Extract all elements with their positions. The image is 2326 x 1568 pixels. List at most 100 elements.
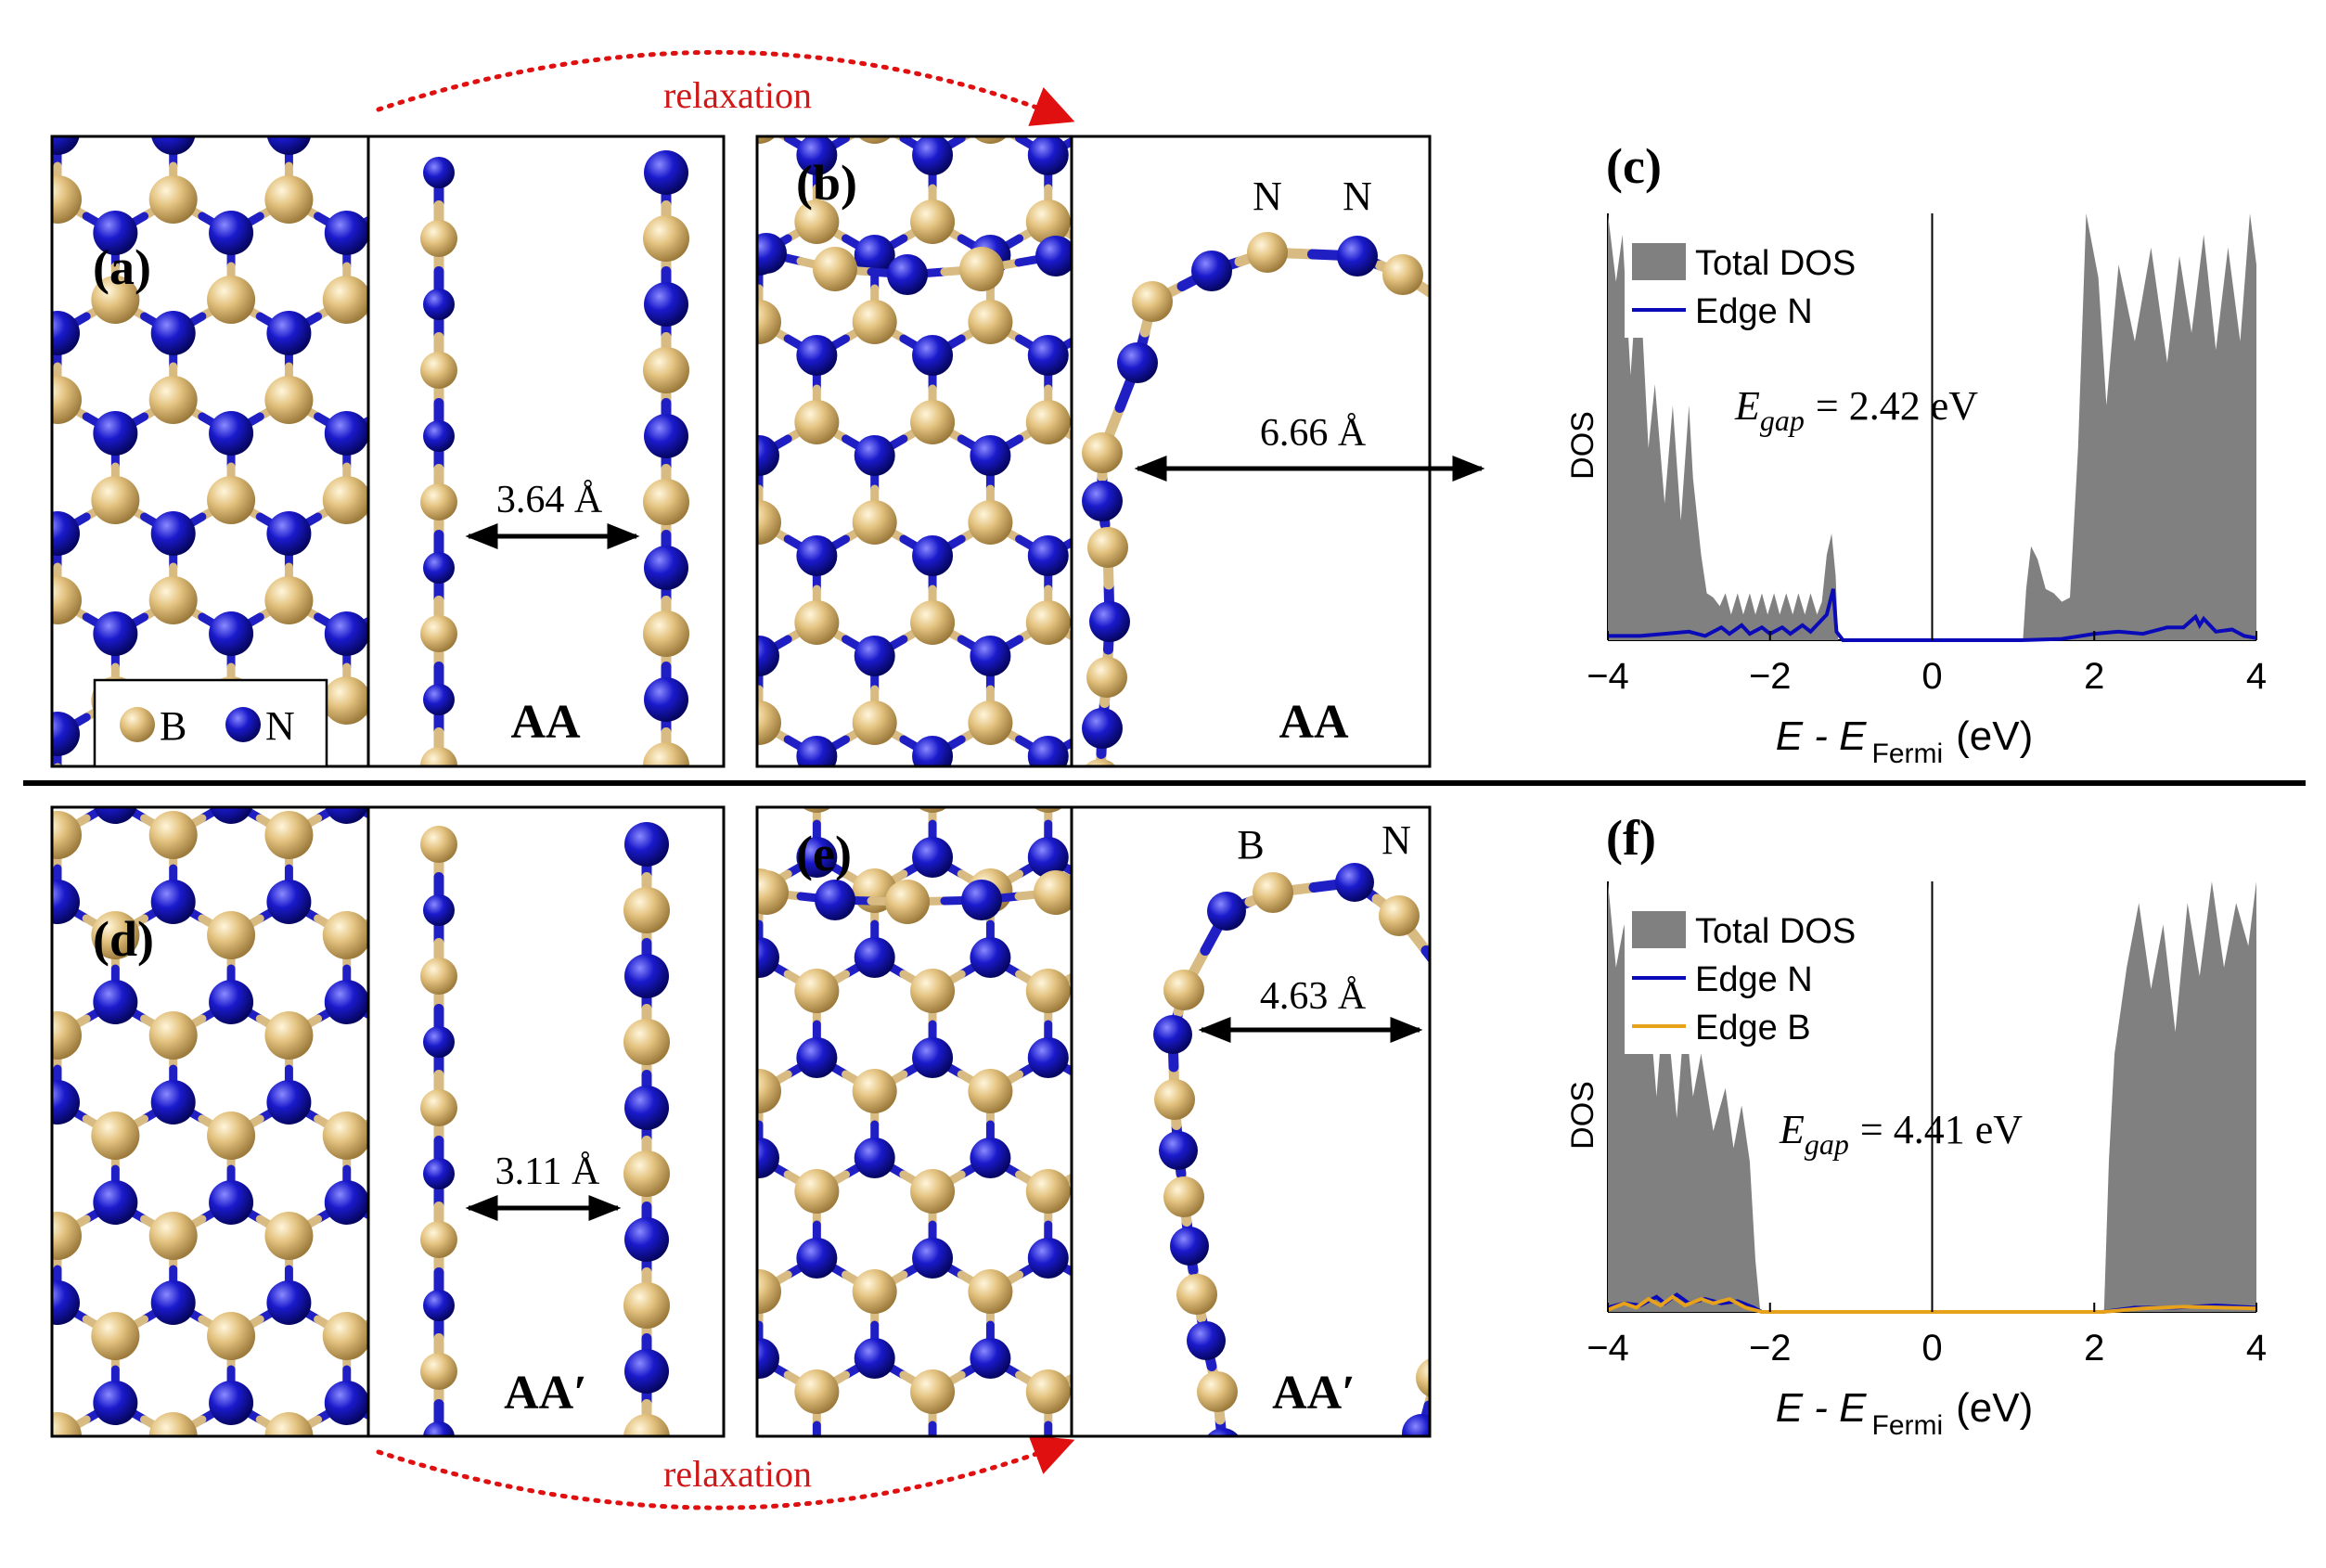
boron-atom <box>1453 1135 1494 1176</box>
legend-entry: Total DOS <box>1695 244 1856 283</box>
nitrogen-atom <box>52 311 80 355</box>
nitrogen-atom <box>324 411 368 456</box>
boron-atom <box>757 1269 781 1314</box>
boron-atom <box>643 610 689 657</box>
panel-a-side-view <box>420 150 689 766</box>
boron-atom <box>1438 1237 1479 1278</box>
nitrogen-atom <box>970 636 1011 676</box>
boron-atom <box>420 615 457 652</box>
boron-atom <box>91 1112 140 1160</box>
boron-atom <box>757 300 781 344</box>
nitrogen-atom <box>266 1080 312 1125</box>
nitrogen-atom <box>624 1086 669 1130</box>
boron-atom <box>910 600 956 645</box>
boron-atom <box>264 376 314 424</box>
boron-atom <box>852 1269 897 1314</box>
stacking-label-b: AA <box>1279 696 1349 749</box>
boron-atom <box>148 175 198 224</box>
gap-annotation: Egap= 2.42 eV <box>1734 383 1978 437</box>
boron-atom <box>380 376 429 424</box>
nitrogen-atom <box>209 411 254 456</box>
nitrogen-atom <box>1027 535 1069 576</box>
boron-atom <box>420 1353 457 1390</box>
nitrogen-atom <box>266 311 312 355</box>
boron-atom <box>1382 254 1423 295</box>
boron-atom <box>1154 1079 1195 1120</box>
nitrogen-atom <box>854 1137 895 1178</box>
panel-e-top-view <box>757 807 1072 1436</box>
nitrogen-atom <box>1027 1238 1069 1279</box>
boron-atom <box>1453 1012 1494 1053</box>
x-tick-label: 0 <box>1921 656 1942 697</box>
x-tick-label: −4 <box>1587 1328 1629 1369</box>
boron-atom <box>322 276 368 324</box>
nitrogen-atom <box>887 254 928 295</box>
nitrogen-atom <box>912 837 954 878</box>
nitrogen-legend-icon <box>225 707 261 742</box>
boron-atom <box>1490 346 1531 387</box>
legend-nitrogen-label: N <box>265 703 295 749</box>
nitrogen-atom <box>52 880 80 924</box>
edge-atom-label-e-left: B <box>1237 822 1264 868</box>
nitrogen-atom <box>624 822 669 867</box>
nitrogen-atom <box>1027 1037 1069 1078</box>
nitrogen-atom <box>1335 863 1374 902</box>
relaxation-arrow-top <box>376 49 1075 126</box>
frame-d <box>50 805 726 1438</box>
nitrogen-atom <box>912 736 954 766</box>
panel-d-side-view <box>420 822 670 1436</box>
boron-atom <box>973 136 1008 144</box>
boron-atom <box>420 220 457 257</box>
boron-atom <box>1025 1369 1071 1414</box>
panel-label-d: (d) <box>93 911 154 967</box>
nitrogen-atom <box>209 1381 254 1425</box>
nitrogen-atom <box>93 611 138 656</box>
stacking-label-d: AA′ <box>504 1367 587 1420</box>
nitrogen-atom <box>423 1290 455 1321</box>
nitrogen-atom <box>854 235 895 276</box>
boron-atom <box>148 576 198 624</box>
panel-label-f: (f) <box>1606 810 1656 866</box>
relaxation-label-bottom: relaxation <box>663 1453 812 1495</box>
nitrogen-atom <box>796 136 838 175</box>
nitrogen-atom <box>1446 1187 1485 1226</box>
nitrogen-atom <box>912 335 954 376</box>
x-tick-label: 4 <box>2246 656 2267 697</box>
panel-label-e: (e) <box>796 826 852 881</box>
boron-atom <box>207 75 255 123</box>
boron-atom <box>968 1069 1013 1113</box>
nitrogen-atom <box>150 1280 196 1325</box>
frame-e <box>755 805 1432 1438</box>
nitrogen-atom <box>382 1280 427 1325</box>
boron-atom <box>794 400 840 444</box>
nitrogen-atom <box>815 880 855 920</box>
x-tick-label: 2 <box>2084 656 2104 697</box>
nitrogen-atom <box>1191 251 1232 291</box>
boron-atom <box>52 1412 82 1436</box>
nitrogen-atom <box>423 684 455 715</box>
nitrogen-atom <box>382 712 427 756</box>
boron-atom <box>968 1269 1013 1314</box>
boron-atom <box>643 742 689 766</box>
nitrogen-atom <box>382 1080 427 1125</box>
boron-atom <box>623 1414 670 1436</box>
nitrogen-atom <box>0 1180 22 1225</box>
nitrogen-atom <box>912 136 954 175</box>
nitrogen-atom <box>1207 892 1246 931</box>
boron-atom <box>323 75 371 123</box>
relaxation-label-top: relaxation <box>663 74 812 116</box>
edge-n-line <box>1608 588 2257 642</box>
nitrogen-atom <box>0 411 22 456</box>
boron-atom <box>910 1369 956 1414</box>
nitrogen-atom <box>266 136 312 155</box>
boron-atom <box>1084 300 1128 344</box>
nitrogen-atom <box>151 136 196 155</box>
boron-atom <box>1132 281 1173 322</box>
boron-atom <box>148 811 198 859</box>
boron-atom <box>1468 759 1509 800</box>
boron-atom <box>1025 199 1071 244</box>
boron-atom <box>1034 870 1072 915</box>
nitrogen-atom <box>970 1338 1011 1379</box>
